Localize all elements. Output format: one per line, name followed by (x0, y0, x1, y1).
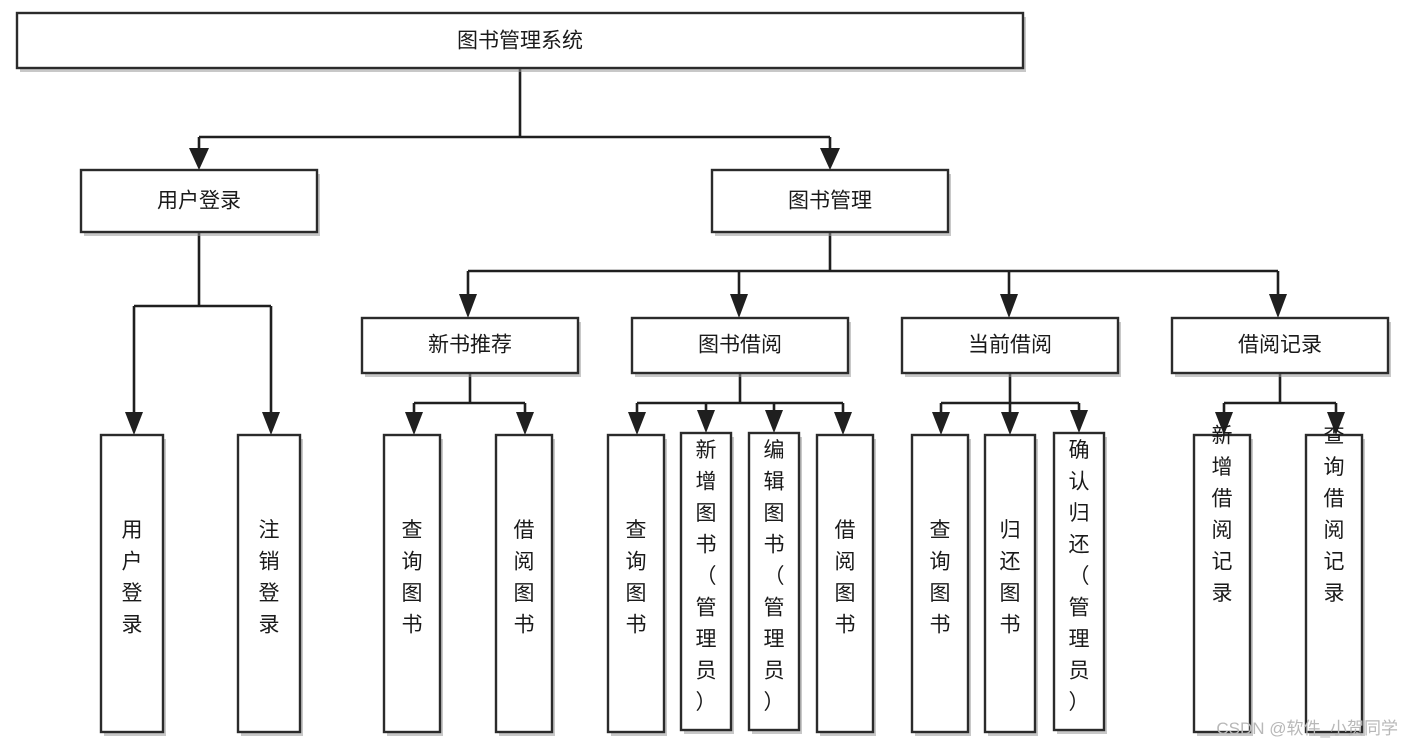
leaf-query-book-1-box (382, 433, 442, 734)
new-book-recommend-box (360, 316, 580, 375)
leaf-query-book-3-box (910, 433, 970, 734)
leaf-return-book-box (983, 433, 1037, 734)
arrow-head-leaf-logout-login (262, 412, 280, 435)
node-new-book-recommend[interactable]: 新书推荐 (360, 316, 581, 377)
arrow-head-leaf-borrow-book-2 (834, 412, 852, 435)
node-leaf-borrow-book-2[interactable]: 借阅图书 (815, 433, 876, 736)
arrow-head-leaf-query-book-3 (932, 412, 950, 435)
root-box (15, 11, 1025, 70)
arrow-head-leaf-return-book (1001, 412, 1019, 435)
leaf-query-book-2-box (606, 433, 666, 734)
arrow-head-new-book-recommend (459, 294, 477, 318)
leaf-query-record-label: 查询借阅记录 (1324, 424, 1345, 605)
user-login-label: 用户登录 (157, 190, 241, 213)
leaf-query-book-1-label: 查询图书 (402, 519, 423, 637)
arrow-head-leaf-confirm-return (1070, 410, 1088, 433)
node-leaf-return-book[interactable]: 归还图书 (983, 433, 1038, 736)
leaf-user-login-label: 用户登录 (122, 519, 143, 637)
arrow-head-leaf-query-book-2 (628, 412, 646, 435)
node-leaf-query-book-3[interactable]: 查询图书 (910, 433, 971, 736)
current-borrow-box (900, 316, 1120, 375)
book-borrow-label: 图书借阅 (698, 334, 782, 357)
arrow-head-leaf-borrow-book-1 (516, 412, 534, 435)
node-leaf-query-record[interactable]: 查询借阅记录 (1304, 424, 1365, 736)
node-leaf-query-book-1[interactable]: 查询图书 (382, 433, 443, 736)
leaf-query-book-2-label: 查询图书 (626, 519, 647, 637)
node-leaf-borrow-book-1[interactable]: 借阅图书 (494, 433, 555, 736)
leaf-borrow-book-2-label: 借阅图书 (835, 519, 856, 637)
node-leaf-add-book[interactable]: 新增图书（管理员） (679, 431, 734, 734)
leaf-add-book-box (679, 431, 733, 732)
node-user-login[interactable]: 用户登录 (79, 168, 320, 236)
leaf-user-login-box (99, 433, 165, 734)
leaf-query-book-3-label: 查询图书 (930, 519, 951, 637)
edges-layer (125, 68, 1345, 435)
arrow-head-book-borrow (730, 294, 748, 318)
leaf-add-book-label: 新增图书（管理员） (696, 439, 717, 714)
leaf-confirm-return-label: 确认归还（管理员） (1069, 439, 1090, 714)
node-book-manage[interactable]: 图书管理 (710, 168, 951, 236)
leaf-add-record-box (1192, 433, 1252, 734)
leaf-return-book-label: 归还图书 (1000, 519, 1021, 637)
arrow-head-leaf-user-login (125, 412, 143, 435)
node-leaf-user-login[interactable]: 用户登录 (99, 433, 166, 736)
arrow-head-leaf-add-record (1215, 412, 1233, 435)
leaf-add-record-label: 新增借阅记录 (1212, 424, 1233, 605)
node-leaf-add-record[interactable]: 新增借阅记录 (1192, 424, 1253, 736)
leaf-borrow-book-1-box (494, 433, 554, 734)
arrow-head-current-borrow (1000, 294, 1018, 318)
leaf-edit-book-label: 编辑图书（管理员） (764, 439, 785, 714)
user-login-box (79, 168, 319, 234)
arrow-head-user-login (189, 148, 209, 170)
node-leaf-confirm-return[interactable]: 确认归还（管理员） (1052, 431, 1107, 734)
borrow-record-box (1170, 316, 1390, 375)
arrow-head-leaf-add-book (697, 410, 715, 433)
leaf-logout-login-box (236, 433, 302, 734)
arrow-head-leaf-edit-book (765, 410, 783, 433)
root-label: 图书管理系统 (457, 30, 583, 53)
leaf-borrow-book-1-label: 借阅图书 (514, 519, 535, 637)
leaf-query-record-box (1304, 433, 1364, 734)
leaf-logout-login-label: 注销登录 (259, 519, 280, 637)
node-leaf-edit-book[interactable]: 编辑图书（管理员） (747, 431, 802, 734)
node-current-borrow[interactable]: 当前借阅 (900, 316, 1121, 377)
node-leaf-query-book-2[interactable]: 查询图书 (606, 433, 667, 736)
arrow-head-leaf-query-book-1 (405, 412, 423, 435)
current-borrow-label: 当前借阅 (968, 334, 1052, 357)
book-manage-label: 图书管理 (788, 190, 872, 213)
arrow-head-borrow-record (1269, 294, 1287, 318)
node-leaf-logout-login[interactable]: 注销登录 (236, 433, 303, 736)
arrow-head-book-manage (820, 148, 840, 170)
leaf-edit-book-box (747, 431, 801, 732)
leaf-confirm-return-box (1052, 431, 1106, 732)
node-borrow-record[interactable]: 借阅记录 (1170, 316, 1391, 377)
new-book-recommend-label: 新书推荐 (428, 334, 512, 357)
node-book-borrow[interactable]: 图书借阅 (630, 316, 851, 377)
book-manage-box (710, 168, 950, 234)
arrow-head-leaf-query-record (1327, 412, 1345, 435)
leaf-borrow-book-2-box (815, 433, 875, 734)
watermark: CSDN @软件_小贺同学 (1216, 719, 1398, 738)
book-borrow-box (630, 316, 850, 375)
borrow-record-label: 借阅记录 (1238, 334, 1322, 357)
node-root[interactable]: 图书管理系统 (15, 11, 1026, 72)
